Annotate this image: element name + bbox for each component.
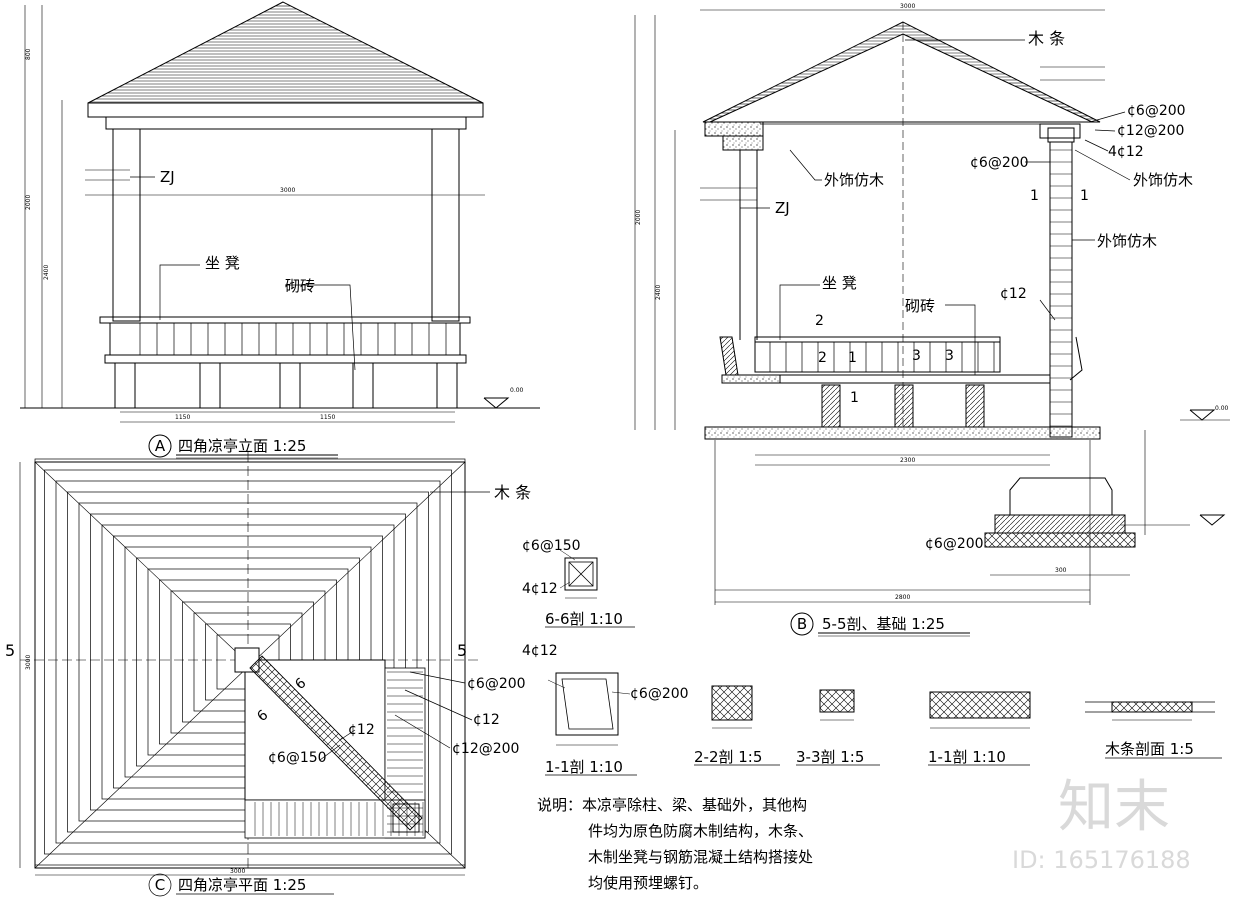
section-mark-2: 1 (1080, 188, 1089, 204)
section-mark-5: 1 (848, 350, 857, 366)
elevation-title-circle (148, 434, 172, 458)
elevation-view: 800 2000 2400 3000 1150 1150 (20, 1, 540, 459)
plan-label-rebar-e: ¢6@150 (268, 750, 327, 766)
detail-wood-title: 木条剖面 1:5 (1105, 740, 1194, 758)
elevation-roof-shingles (89, 5, 482, 103)
section-label-brick: 砌砖 (905, 297, 935, 315)
section-label-wood-a: 外饰仿木 (824, 171, 884, 189)
section-title-letter: B (797, 615, 807, 633)
watermark: 知末 ID: 165176188 (1012, 775, 1191, 874)
section-label-bench: 坐 凳 (822, 274, 857, 292)
plan-title: 四角凉亭平面 1:25 (178, 876, 306, 894)
plan-title-circle (148, 873, 172, 897)
section-roof (702, 21, 1101, 123)
section-label-wood-c: 外饰仿木 (1097, 232, 1157, 250)
elevation-ground-level: 0.00 (510, 387, 524, 394)
elevation-column-right (431, 128, 460, 322)
section-mark-4: 2 (818, 350, 827, 366)
svg-text:2000: 2000 (25, 195, 32, 210)
svg-text:1150: 1150 (320, 414, 335, 421)
section-mark-1: 1 (1030, 188, 1039, 204)
detail-66-top: ¢6@150 (522, 538, 581, 554)
detail-11a-top: 4¢12 (522, 643, 558, 659)
notes-line-2: 件均为原色防腐木制结构，木条、 (588, 822, 813, 840)
elevation-column-left (112, 128, 141, 322)
watermark-id: ID: 165176188 (1012, 846, 1191, 874)
plan-title-letter: C (155, 876, 165, 894)
elevation-label-zj: ZJ (160, 168, 175, 186)
section-label-rebar-e: ¢12 (1000, 286, 1027, 302)
plan-label-rebar-d: ¢12 (348, 722, 375, 738)
elevation-label-brick: 砌砖 (285, 277, 315, 295)
svg-text:1150: 1150 (175, 414, 190, 421)
notes-line-3: 木制坐凳与钢筋混凝土结构搭接处 (588, 848, 813, 866)
notes-block: 说明：本凉亭除柱、梁、基础外，其他构 件均为原色防腐木制结构，木条、 木制坐凳与… (537, 796, 813, 892)
notes-line-4: 均使用预埋螺钉。 (588, 874, 708, 892)
elevation-label-bench: 坐 凳 (205, 254, 240, 272)
details-group (545, 549, 1222, 776)
notes-line-1: 说明：本凉亭除柱、梁、基础外，其他构 (537, 796, 807, 814)
section-mark-6: 3 (912, 348, 921, 364)
plan-text: C 四角凉亭平面 1:25 木 条 5 5 ¢6@200 ¢12 ¢12@200… (5, 483, 531, 894)
details-text: ¢6@150 4¢12 6-6剖 1:10 4¢12 ¢6@200 1-1剖 1… (522, 538, 1194, 776)
svg-text:3000: 3000 (280, 187, 295, 194)
plan-view: 3000 3000 (19, 452, 490, 897)
svg-text:2800: 2800 (895, 594, 910, 601)
plan-cut-left: 5 (5, 641, 15, 660)
svg-text:2400: 2400 (43, 265, 50, 280)
watermark-logo: 知末 (1058, 775, 1170, 840)
section-mark-8: 1 (850, 390, 859, 406)
section-mark-7: 3 (945, 348, 954, 364)
detail-11b-title: 1-1剖 1:10 (928, 748, 1006, 766)
section-label-wood-b: 外饰仿木 (1133, 171, 1193, 189)
detail-66-side: 4¢12 (522, 581, 558, 597)
section-view: 3000 2000 2400 2300 2800 300 (634, 3, 1230, 637)
svg-text:3000: 3000 (25, 655, 32, 670)
section-label-rebar-a: ¢6@200 (1127, 103, 1186, 119)
elevation-roof (87, 1, 484, 104)
plan-label-rebar-b: ¢12 (473, 712, 500, 728)
svg-text:3000: 3000 (230, 868, 245, 875)
section-mark-3: 2 (815, 313, 824, 329)
section-title: 5-5剖、基础 1:25 (822, 615, 945, 633)
section-label-rebar-c: 4¢12 (1108, 144, 1144, 160)
detail-11a-side: ¢6@200 (630, 686, 689, 702)
elevation-title-letter: A (155, 437, 166, 455)
section-title-circle (790, 612, 814, 636)
svg-text:2000: 2000 (635, 210, 642, 225)
elevation-title: 四角凉亭立面 1:25 (178, 437, 306, 455)
detail-33-title: 3-3剖 1:5 (796, 748, 864, 766)
section-label-rebar-f: ¢6@200 (925, 536, 984, 552)
svg-text:3000: 3000 (900, 3, 915, 10)
svg-text:800: 800 (25, 48, 32, 60)
section-roof-shingles (709, 25, 1095, 120)
svg-text:2300: 2300 (900, 457, 915, 464)
elevation-text: A 四角凉亭立面 1:25 ZJ 坐 凳 砌砖 0.00 (155, 168, 524, 455)
plan-label-rebar-a: ¢6@200 (467, 676, 526, 692)
detail-22-title: 2-2剖 1:5 (694, 748, 762, 766)
plan-label-purlin: 木 条 (494, 483, 531, 502)
section-label-purlin: 木 条 (1028, 29, 1065, 48)
detail-11a-title: 1-1剖 1:10 (545, 758, 623, 776)
section-text: B 5-5剖、基础 1:25 木 条 ¢6@200 ¢12@200 4¢12 ¢… (775, 29, 1229, 633)
section-label-zj: ZJ (775, 199, 790, 217)
plan-cut-right: 5 (457, 641, 467, 660)
plan-label-rebar-c: ¢12@200 (452, 741, 519, 757)
svg-text:300: 300 (1055, 567, 1067, 574)
section-label-rebar-d: ¢6@200 (970, 155, 1029, 171)
detail-66-title: 6-6剖 1:10 (545, 610, 623, 628)
section-label-rebar-b: ¢12@200 (1117, 123, 1184, 139)
section-ground-level: 0.00 (1215, 405, 1229, 412)
svg-text:2400: 2400 (655, 285, 662, 300)
